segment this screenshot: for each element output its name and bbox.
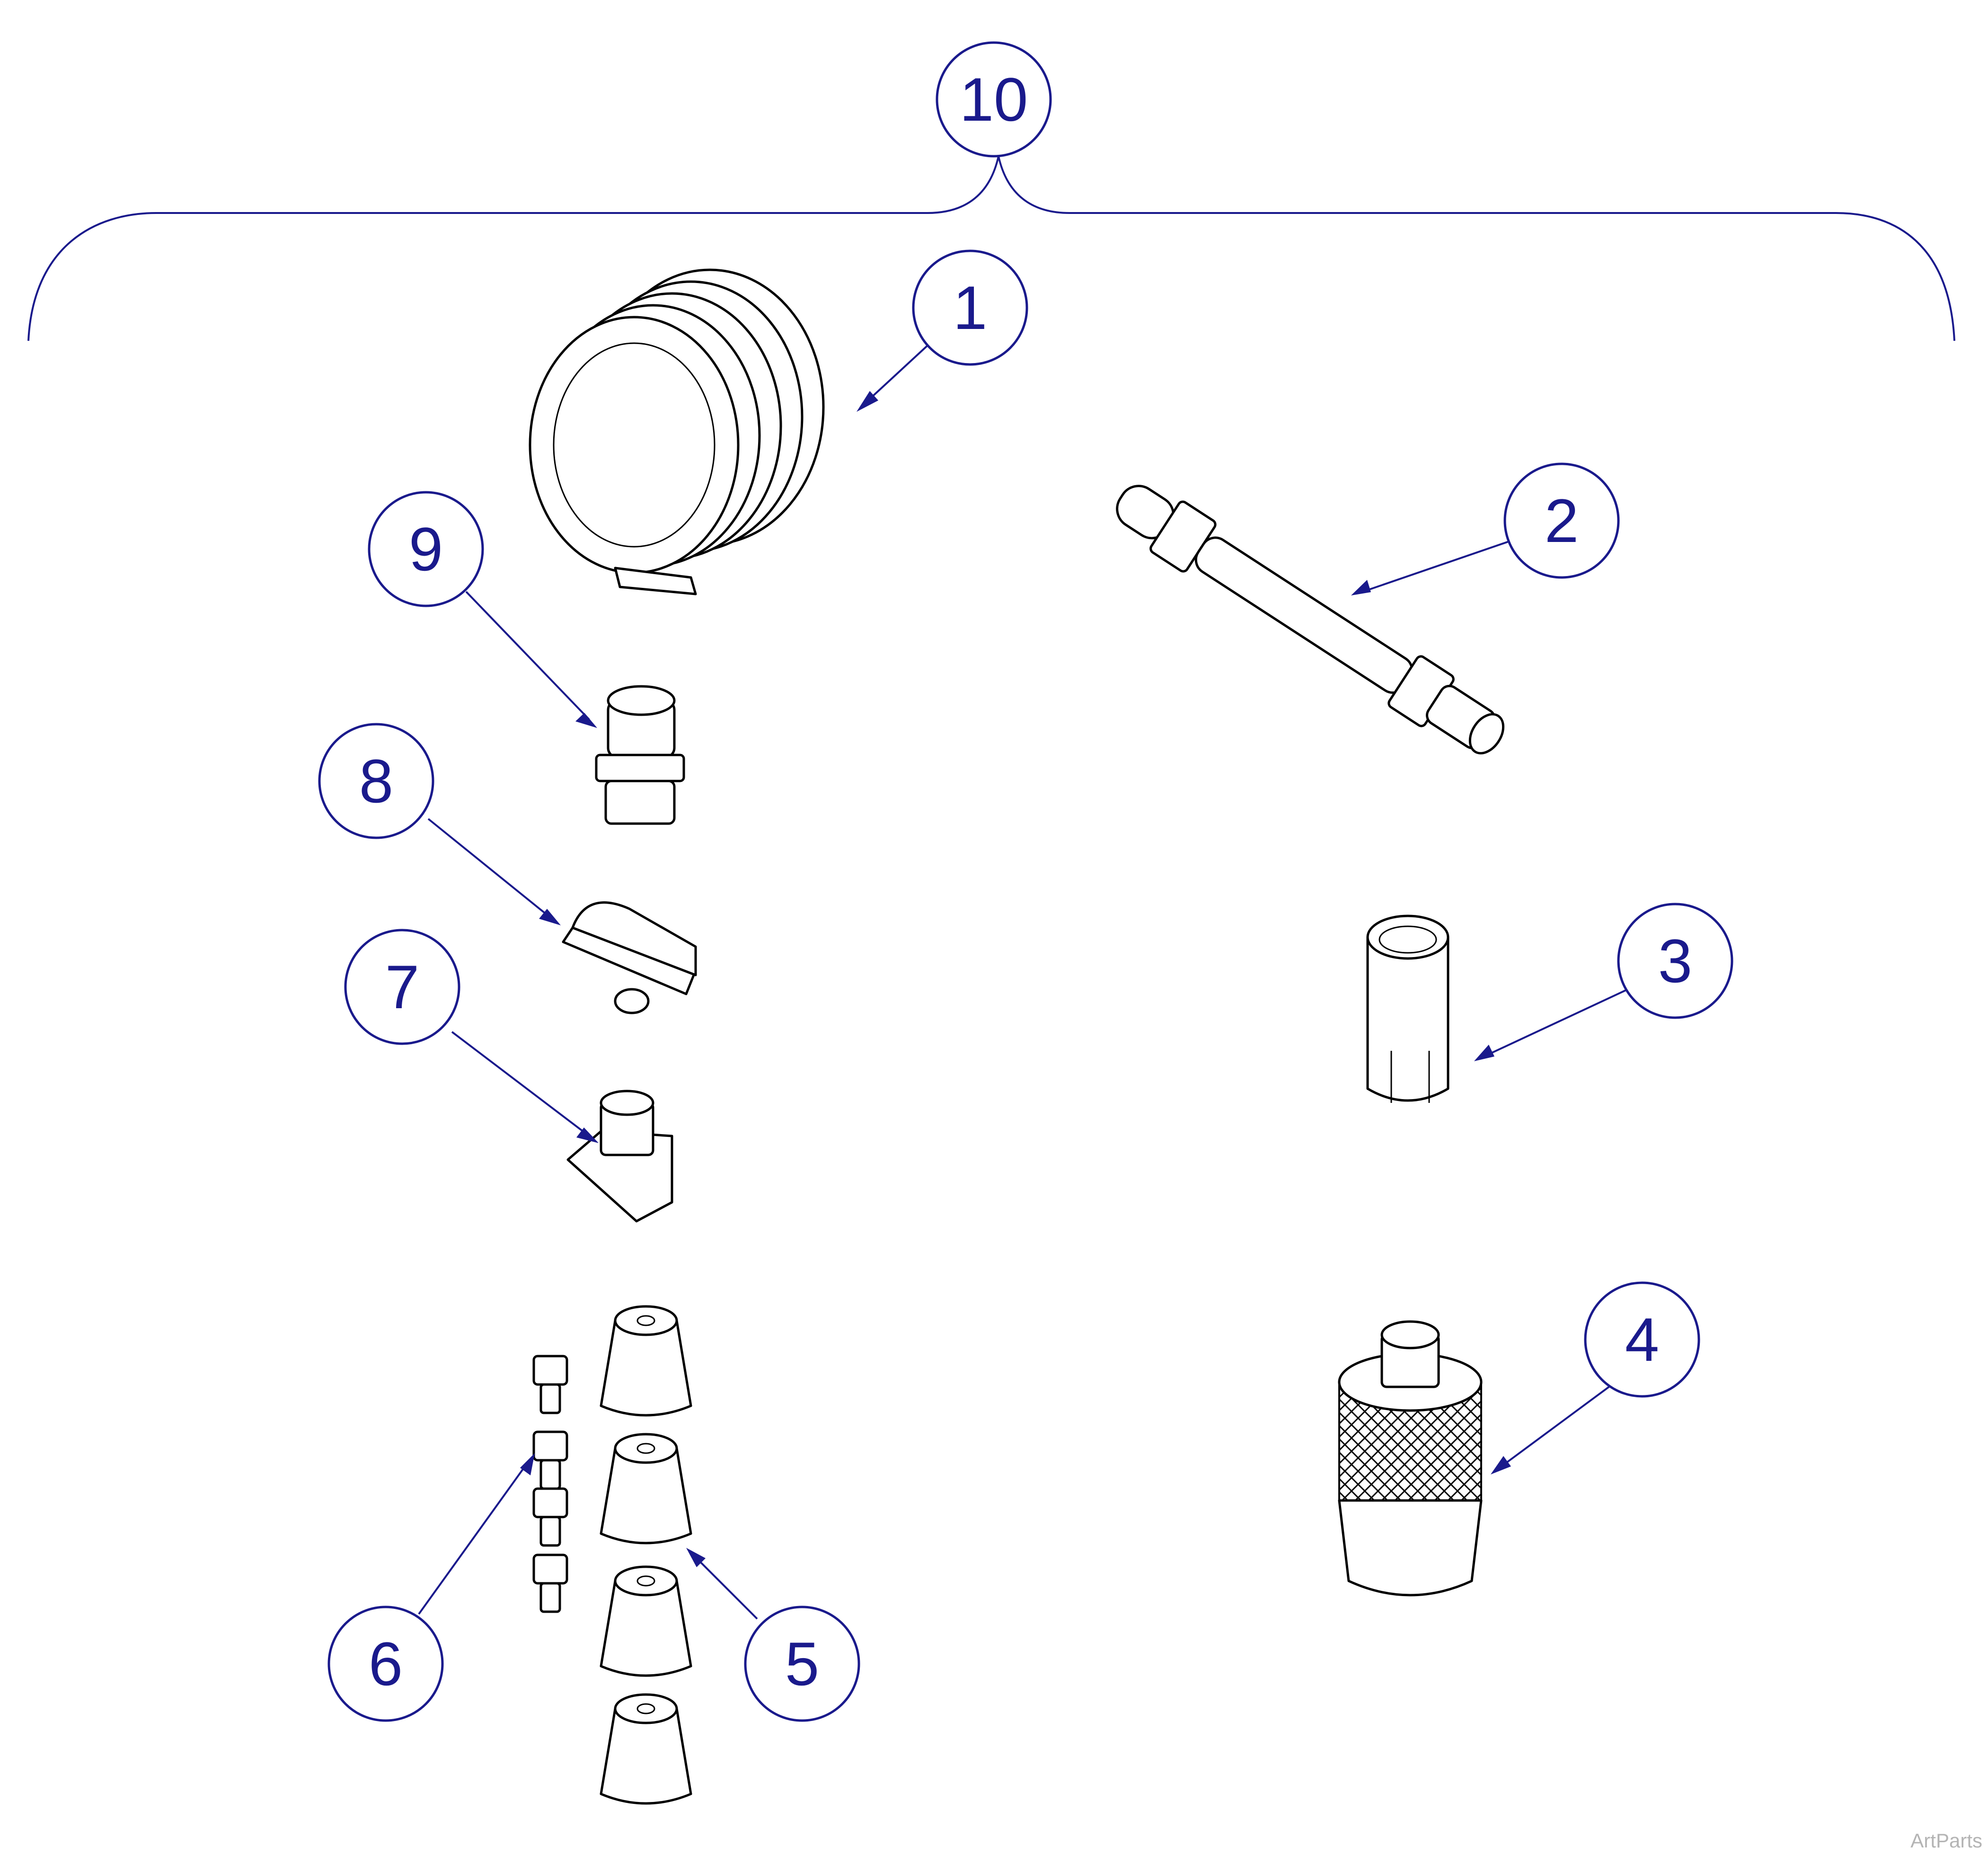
part-7-angled-block	[566, 1090, 673, 1223]
part-4-strainer	[1338, 1320, 1483, 1597]
leader-lines	[418, 345, 1628, 1620]
part-9-fitting	[595, 685, 685, 825]
part-6-screws	[532, 1355, 568, 1613]
callout-4-label: 4	[1625, 1305, 1659, 1374]
part-5-rubber-feet	[600, 1305, 692, 1805]
watermark: ArtParts	[1910, 1829, 1982, 1852]
leader-arrowheads	[520, 391, 1511, 1567]
callout-5: 5	[744, 1606, 860, 1722]
callout-7: 7	[344, 929, 460, 1045]
part-1-coiled-hose	[529, 268, 825, 595]
callout-10: 10	[936, 41, 1052, 158]
callout-10-label: 10	[960, 65, 1028, 134]
callout-6-label: 6	[369, 1629, 403, 1698]
part-2-hose-assembly	[1116, 485, 1505, 754]
part-8-clamp	[562, 901, 697, 1014]
callout-8: 8	[318, 723, 434, 839]
callout-5-label: 5	[785, 1629, 819, 1698]
callout-9-label: 9	[409, 515, 443, 584]
callout-7-label: 7	[385, 952, 419, 1021]
callout-1-label: 1	[953, 273, 987, 342]
callout-3: 3	[1617, 903, 1733, 1019]
callout-2: 2	[1503, 462, 1620, 579]
callout-1: 1	[912, 249, 1028, 366]
callout-4: 4	[1584, 1281, 1700, 1398]
callout-3-label: 3	[1658, 926, 1692, 995]
callout-9: 9	[368, 491, 484, 607]
callout-8-label: 8	[359, 746, 393, 816]
part-3-sleeve	[1366, 914, 1449, 1103]
callout-2-label: 2	[1545, 486, 1579, 555]
callout-6: 6	[327, 1606, 444, 1722]
